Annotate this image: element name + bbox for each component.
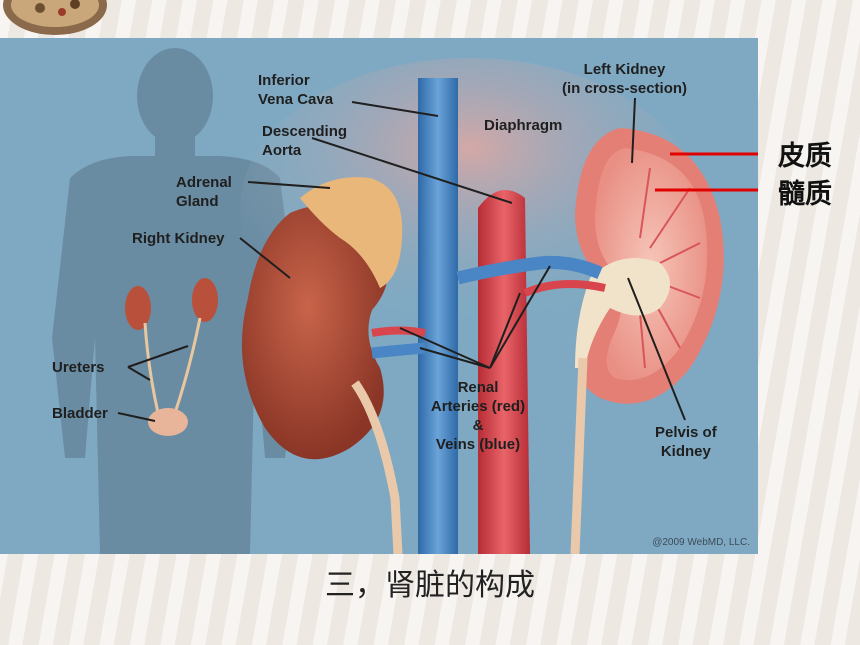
label-inferior-vena-cava: Inferior Vena Cava <box>258 72 334 108</box>
label-renal-vessels: Renal Arteries (red) & Veins (blue) <box>430 379 526 453</box>
label-descending-aorta: Descending Aorta <box>262 123 348 159</box>
mini-urinary-system <box>125 278 218 436</box>
label-pelvis-of-kidney: Pelvis of Kidney <box>655 424 717 460</box>
annotation-cortex: 皮质 <box>778 141 832 172</box>
label-adrenal-gland: Adrenal Gland <box>176 174 232 210</box>
annotation-medulla: 髓质 <box>778 179 832 210</box>
leader-lines <box>117 97 686 422</box>
anatomy-illustration <box>52 48 758 554</box>
label-left-kidney: Left Kidney (in cross-section) <box>562 61 688 97</box>
left-ureter <box>570 357 588 554</box>
right-ureter <box>351 380 403 554</box>
decorative-food-bowl <box>3 0 107 35</box>
copyright-text: @2009 WebMD, LLC. <box>652 537 750 548</box>
kidney-anatomy-figure: Inferior Vena Cava Descending Aorta Adre… <box>0 38 758 554</box>
body-silhouette <box>52 48 300 554</box>
label-right-kidney: Right Kidney <box>132 230 225 247</box>
right-renal-artery <box>371 326 426 337</box>
left-renal-vein <box>456 256 603 285</box>
descending-aorta <box>478 190 530 554</box>
inferior-vena-cava <box>418 78 458 554</box>
right-renal-vein <box>371 342 426 359</box>
slide-caption: 三，肾脏的构成 <box>325 568 535 603</box>
adrenal-gland-shape <box>300 177 403 288</box>
label-ureters: Ureters <box>52 359 105 376</box>
label-bladder: Bladder <box>52 405 108 422</box>
label-diaphragm: Diaphragm <box>484 117 563 134</box>
left-renal-artery <box>523 280 606 297</box>
